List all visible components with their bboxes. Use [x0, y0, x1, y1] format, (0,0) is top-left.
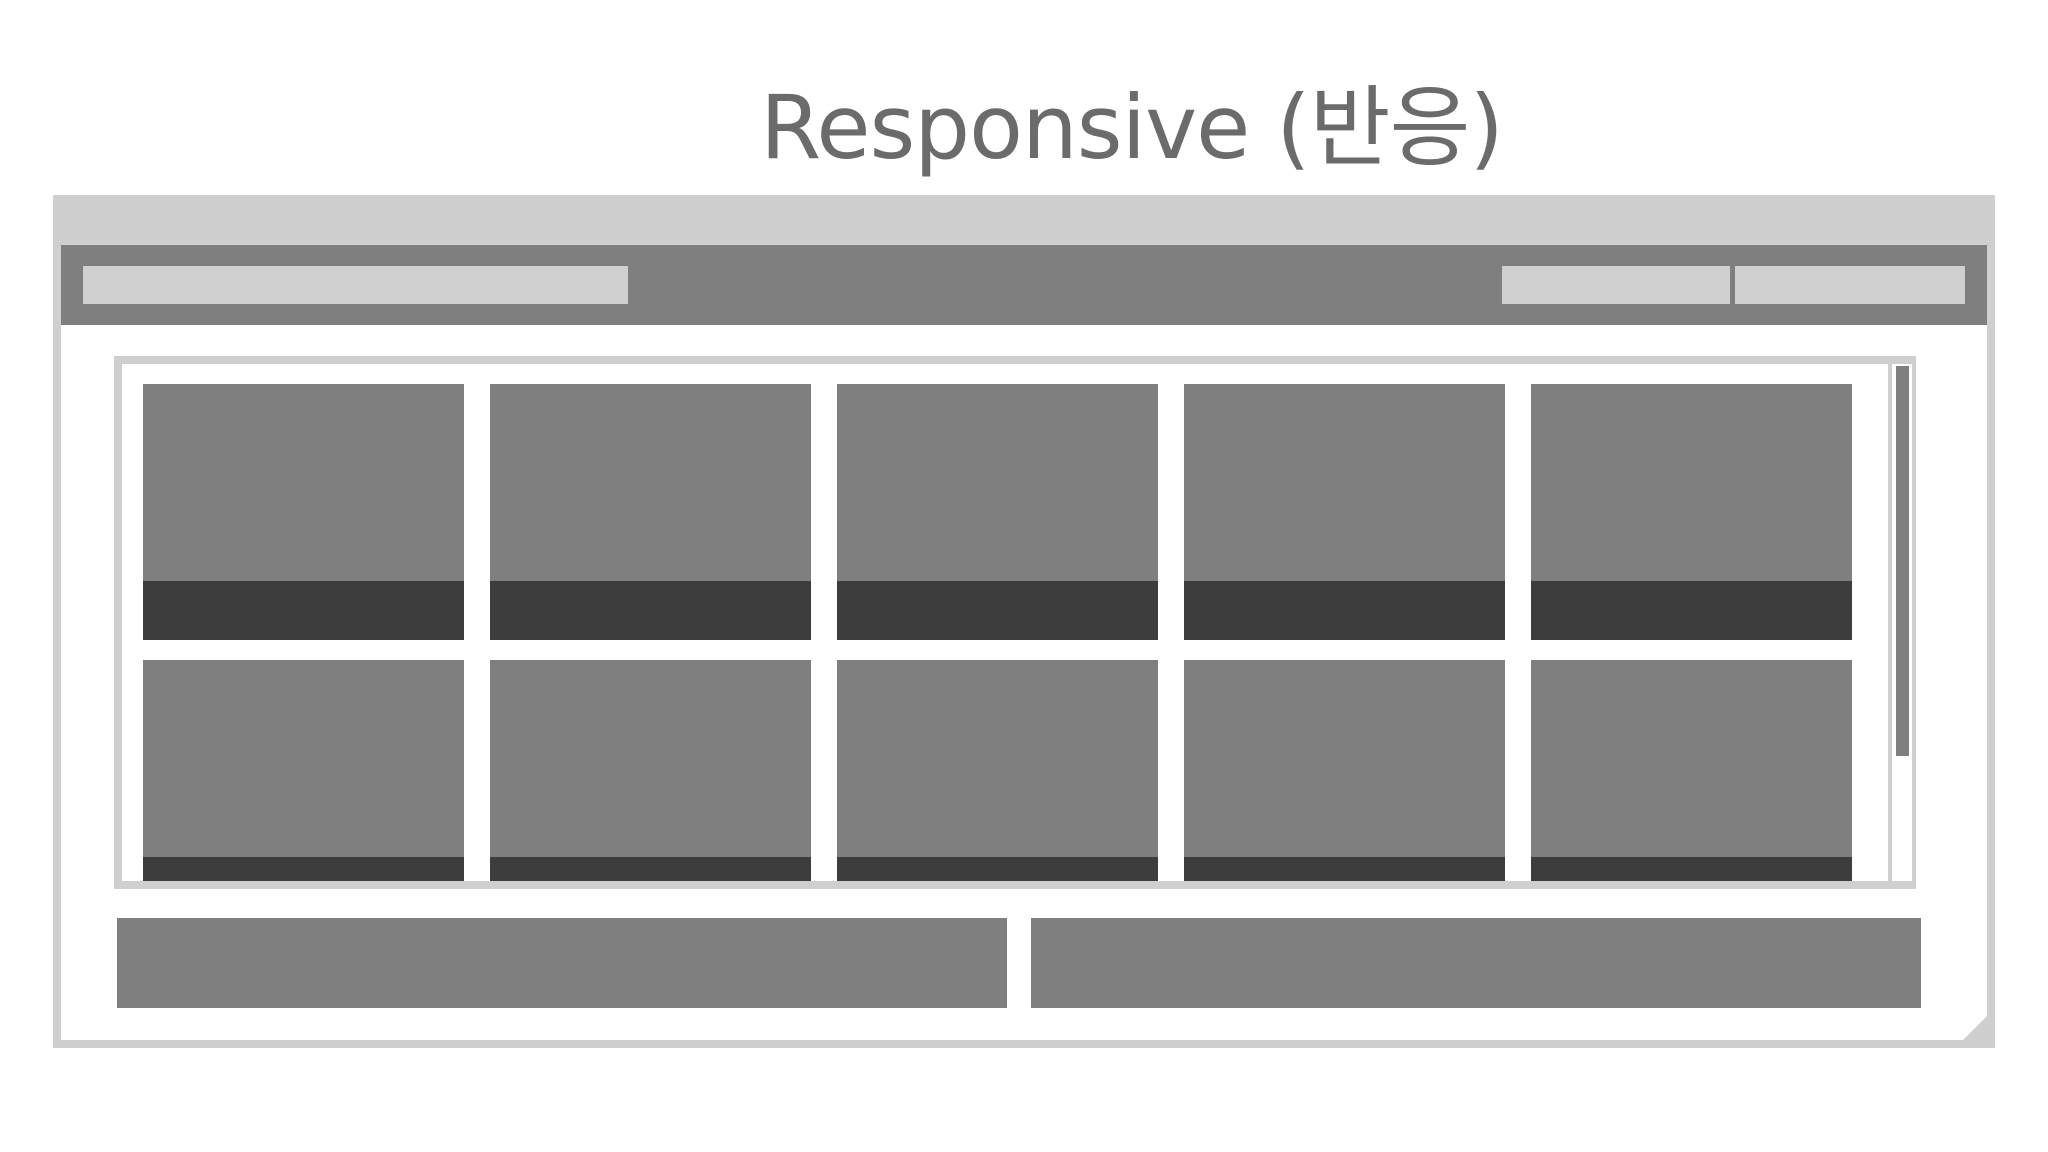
tile-caption-bar	[1531, 857, 1852, 881]
toolbar	[61, 245, 1987, 325]
gallery-tile[interactable]	[143, 384, 464, 640]
gallery-tile[interactable]	[837, 384, 1158, 640]
gallery-frame	[114, 356, 1916, 889]
browser-window-mockup	[53, 195, 1995, 1048]
gallery-tile[interactable]	[1531, 660, 1852, 881]
scrollbar-thumb[interactable]	[1896, 366, 1909, 756]
gallery-tile[interactable]	[1184, 384, 1505, 640]
gallery-tile[interactable]	[143, 660, 464, 881]
toolbar-button-1[interactable]	[1502, 266, 1730, 304]
gallery-tile[interactable]	[1184, 660, 1505, 881]
tile-caption-bar	[143, 581, 464, 640]
toolbar-button-2[interactable]	[1735, 266, 1965, 304]
tile-caption-bar	[837, 857, 1158, 881]
footer-block-right	[1031, 918, 1921, 1008]
tile-caption-bar	[143, 857, 464, 881]
resize-grip-icon[interactable]	[1955, 1008, 1995, 1048]
scrollbar[interactable]	[1888, 356, 1916, 889]
tile-caption-bar	[490, 581, 811, 640]
gallery-tile[interactable]	[490, 660, 811, 881]
footer-block-left	[117, 918, 1007, 1008]
tile-caption-bar	[1184, 581, 1505, 640]
image-gallery-grid	[122, 364, 1888, 881]
scrollbar-gutter	[1892, 364, 1912, 881]
address-bar-placeholder[interactable]	[83, 266, 628, 304]
gallery-tile[interactable]	[837, 660, 1158, 881]
tile-caption-bar	[1184, 857, 1505, 881]
window-content	[61, 245, 1987, 1040]
tile-caption-bar	[1531, 581, 1852, 640]
tile-caption-bar	[490, 857, 811, 881]
gallery-tile[interactable]	[1531, 384, 1852, 640]
gallery-tile[interactable]	[490, 384, 811, 640]
tile-caption-bar	[837, 581, 1158, 640]
slide-title: Responsive (반응)	[760, 76, 1504, 179]
